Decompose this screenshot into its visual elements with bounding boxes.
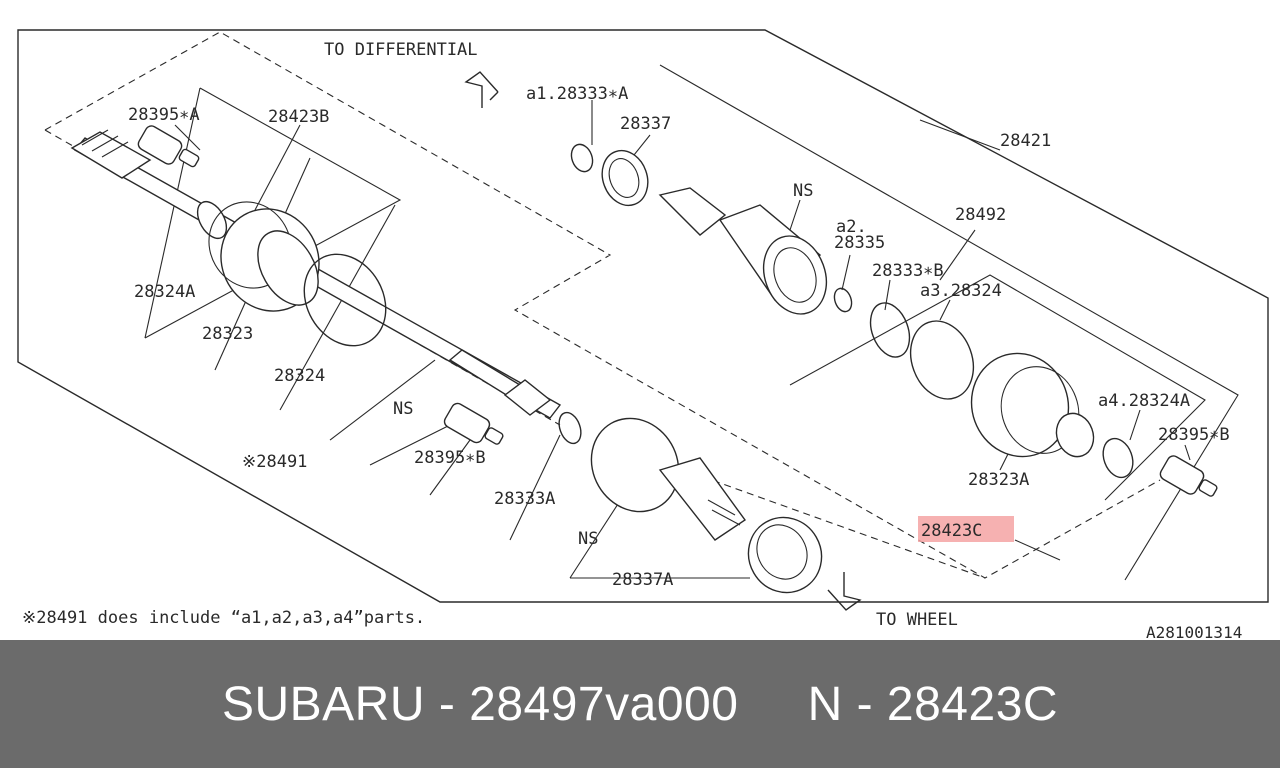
label-a4: a4.28324A	[1098, 391, 1190, 411]
leader-ns1	[369, 419, 461, 466]
dashed-guide	[44, 31, 1161, 579]
part-number-caption: SUBARU - 28497va000 N - 28423C	[221, 677, 1059, 731]
label-ns3: NS	[793, 181, 813, 201]
diagram-frame	[17, 29, 1269, 603]
leader-28423C	[1014, 539, 1061, 561]
label-28423B: 28423B	[268, 107, 329, 127]
left-leader-28324A	[144, 87, 201, 339]
snap-ring-28333A	[558, 411, 582, 445]
clamp-28423B	[196, 200, 228, 240]
seal-28337A	[747, 516, 823, 594]
leader-28491	[329, 359, 436, 441]
leader-28423B	[254, 124, 301, 211]
label-ns2: NS	[578, 529, 598, 549]
label-28333A: 28333A	[494, 489, 555, 509]
dashed-guide-bottom	[599, 439, 986, 579]
leader-28395A	[174, 124, 201, 151]
label-28324A: 28324A	[134, 282, 195, 302]
label-to-differential: TO DIFFERENTIAL	[324, 40, 478, 60]
label-28333B: 28333∗B	[872, 261, 944, 281]
leader-28395B-right	[1184, 444, 1191, 461]
snap-ring-a1	[570, 143, 594, 173]
outer-joint-housing	[590, 417, 746, 541]
label-28323: 28323	[202, 324, 253, 344]
label-28337A: 28337A	[612, 570, 673, 590]
label-28395B-right: 28395∗B	[1158, 425, 1230, 445]
band-a4-28324A	[1102, 437, 1134, 479]
label-28421: 28421	[1000, 131, 1051, 151]
leader-28333B	[884, 279, 891, 311]
leader-28333A	[509, 434, 561, 541]
highlight-28423C	[918, 516, 1014, 542]
footnote: ※28491 does include “a1,a2,a3,a4”parts.	[22, 608, 425, 628]
arrow-to-wheel-icon	[827, 572, 862, 611]
ring-a2-28335	[833, 287, 853, 313]
leader-28421	[919, 119, 1001, 151]
label-a1: a1.28333∗A	[526, 84, 628, 104]
leader-a2	[841, 254, 851, 291]
label-a2-line1: a2.	[836, 217, 867, 237]
label-28395A: 28395∗A	[128, 105, 200, 125]
label-a2-line2: 28335	[834, 233, 885, 253]
label-28491: ※28491	[242, 452, 307, 472]
band-a3-28324	[909, 320, 975, 400]
leader-28395B	[429, 439, 471, 496]
inner-spline-end	[70, 129, 152, 179]
label-to-wheel: TO WHEEL	[876, 610, 958, 630]
label-28395B-left: 28395∗B	[414, 448, 486, 468]
seal-cap-28395A	[137, 125, 200, 168]
leader-28324	[279, 204, 396, 411]
label-ns1: NS	[393, 399, 413, 419]
seal-cap-28395B-right	[1159, 455, 1218, 497]
label-28337: 28337	[620, 114, 671, 134]
arrow-to-differential-icon	[464, 71, 499, 108]
label-28323A: 28323A	[968, 470, 1029, 490]
leader-28492	[939, 229, 976, 281]
boot-28323	[208, 201, 320, 312]
label-28324: 28324	[274, 366, 325, 386]
right-inner-bracket	[789, 274, 1206, 501]
right-bracket	[659, 64, 1239, 581]
seal-cap-28395B-left	[443, 402, 504, 445]
label-28423C: 28423C	[921, 521, 982, 541]
leader-ns3	[789, 199, 801, 231]
caption-bar: SUBARU - 28497va000 N - 28423C	[0, 640, 1280, 768]
leader-a4	[1129, 409, 1141, 441]
reference-code: A281001314	[1146, 623, 1242, 640]
seal-28337	[601, 149, 649, 207]
label-28492: 28492	[955, 205, 1006, 225]
boot-28323A	[970, 352, 1095, 458]
leader-a3	[939, 299, 951, 321]
band-28324	[303, 253, 387, 347]
ring-28333B	[869, 302, 911, 358]
center-spline	[448, 349, 552, 416]
left-bracket	[144, 87, 402, 339]
parts-diagram: TO DIFFERENTIAL TO WHEEL 28395∗A 28423B …	[17, 29, 1269, 640]
inner-joint-28492	[658, 187, 828, 315]
label-a3: a3.28324	[920, 281, 1002, 301]
